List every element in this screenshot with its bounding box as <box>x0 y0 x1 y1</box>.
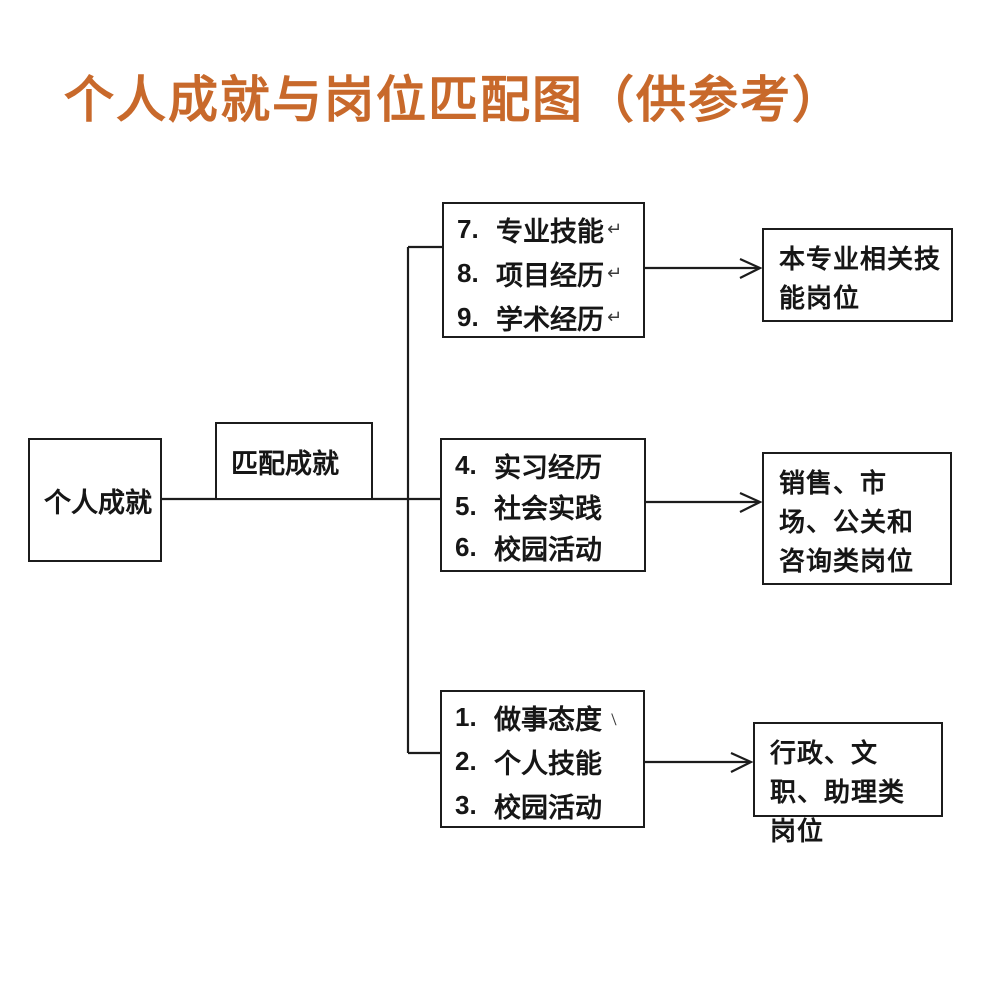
return-mark-icon: ﹨ <box>605 708 623 728</box>
list-item: 1. 做事态度 ﹨ <box>442 695 643 739</box>
item-text: 学术经历 <box>496 304 604 335</box>
node-match-achievement-label: 匹配成就 <box>231 448 339 479</box>
item-number: 9. <box>457 301 479 332</box>
target-text: 本专业相关技能岗位 <box>779 244 942 313</box>
item-number: 8. <box>457 257 479 288</box>
target-text: 销售、市场、公关和咨询类岗位 <box>779 468 915 576</box>
item-text: 专业技能 <box>496 216 604 247</box>
item-text: 社会实践 <box>494 494 602 524</box>
node-target-sales-jobs: 销售、市场、公关和咨询类岗位 <box>762 452 952 585</box>
node-personal-achievement-label: 个人成就 <box>44 487 152 518</box>
list-item: 9. 学术经历 ↵ <box>444 295 643 339</box>
list-item: 5. 社会实践 <box>442 486 644 527</box>
arrow-top-icon <box>645 257 763 279</box>
list-item: 8. 项目经历 ↵ <box>444 251 643 295</box>
arrow-middle-icon <box>646 491 763 513</box>
item-number: 7. <box>457 213 479 244</box>
list-item: 4. 实习经历 <box>442 445 644 486</box>
arrow-bottom-icon <box>645 751 754 773</box>
item-text: 实习经历 <box>494 453 602 483</box>
page-title: 个人成就与岗位匹配图（供参考） <box>64 72 844 128</box>
item-text: 校园活动 <box>494 792 602 823</box>
item-text: 校园活动 <box>494 535 602 565</box>
item-number: 1. <box>455 701 477 732</box>
node-group-practice: 4. 实习经历 5. 社会实践 6. 校园活动 <box>440 438 646 572</box>
item-text: 个人技能 <box>494 748 602 779</box>
return-mark-icon: ↵ <box>607 262 623 283</box>
list-item: 2. 个人技能 <box>442 739 643 783</box>
node-target-admin-jobs: 行政、文职、助理类岗位 <box>753 722 943 846</box>
node-match-achievement: 匹配成就 <box>215 422 373 500</box>
node-target-professional-jobs: 本专业相关技能岗位 <box>762 228 953 322</box>
node-group-basic: 1. 做事态度 ﹨ 2. 个人技能 3. 校园活动 <box>440 690 645 828</box>
return-mark-icon: ↵ <box>607 218 623 239</box>
return-mark-icon: ↵ <box>607 306 623 327</box>
item-number: 3. <box>455 789 477 820</box>
node-group-professional: 7. 专业技能 ↵ 8. 项目经历 ↵ 9. 学术经历 ↵ <box>442 202 645 338</box>
list-item: 6. 校园活动 <box>442 527 644 568</box>
item-number: 4. <box>455 450 477 480</box>
item-number: 6. <box>455 532 477 562</box>
item-number: 2. <box>455 745 477 776</box>
item-text: 做事态度 <box>494 704 602 735</box>
list-item: 7. 专业技能 ↵ <box>444 207 643 251</box>
item-number: 5. <box>455 491 477 521</box>
item-text: 项目经历 <box>496 260 604 291</box>
list-item: 3. 校园活动 <box>442 783 643 827</box>
node-personal-achievement: 个人成就 <box>28 438 162 562</box>
target-text: 行政、文职、助理类岗位 <box>770 738 906 846</box>
connector-tree <box>162 245 442 755</box>
